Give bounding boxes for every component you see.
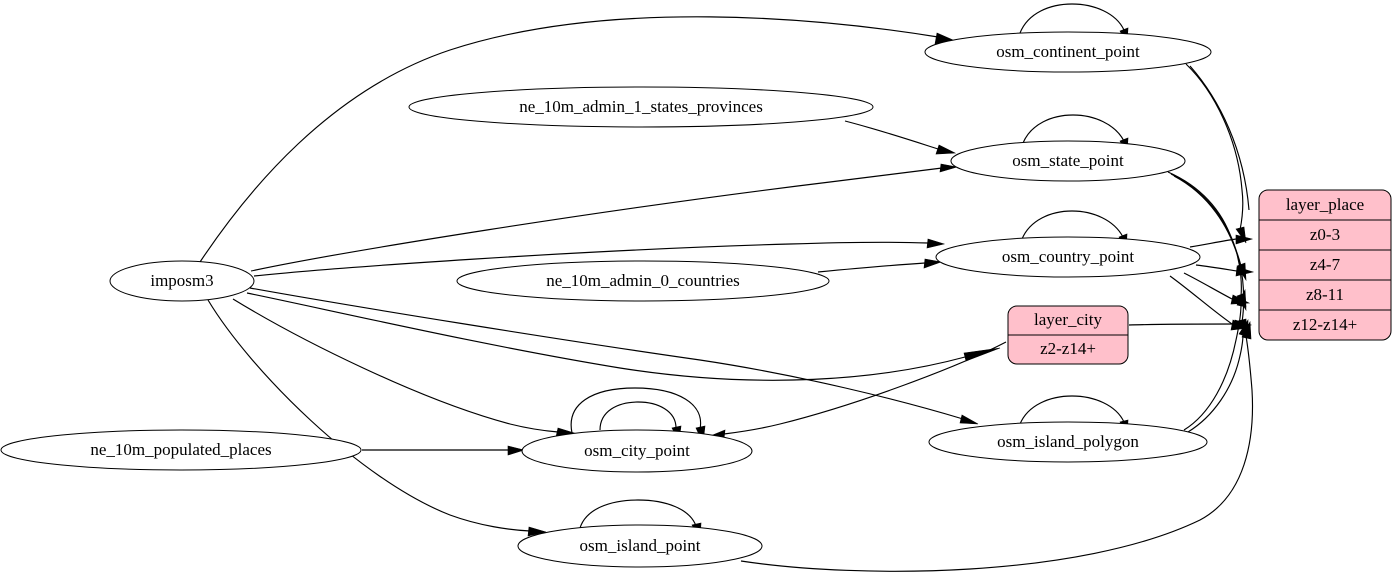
edge-osm_island_polygon-to-layer_place-z12-z14: [1187, 333, 1244, 433]
node-osm_country_point[interactable]: osm_country_point: [935, 236, 1201, 278]
node-ne_10m_admin_0_countries[interactable]: ne_10m_admin_0_countries: [456, 260, 830, 302]
node-shape-osm_island_point[interactable]: [517, 524, 763, 568]
edge-layer_city-to-layer_place-z12-z14: [1128, 323, 1236, 326]
self-loop-osm_island_polygon: [1019, 395, 1125, 425]
edge-osm_country_point-to-layer_place-z12-z14: [1169, 275, 1233, 325]
arrowhead: [507, 445, 526, 456]
node-shape-ne_10m_admin_0_countries[interactable]: [456, 260, 830, 302]
node-shape-ne_10m_admin_1_states_provinces[interactable]: [408, 86, 874, 128]
edge-osm_island_point-to-layer_place-z12-z14: [740, 335, 1254, 572]
node-label-imposm3: imposm3: [150, 271, 213, 290]
node-shape-imposm3[interactable]: [109, 260, 255, 302]
layer_place-row-z4-7[interactable]: z4-7: [1310, 255, 1341, 274]
edge-imposm3-to-layer_city: [246, 292, 966, 381]
node-ne_10m_admin_1_states_provinces[interactable]: ne_10m_admin_1_states_provinces: [408, 86, 874, 128]
node-osm_state_point[interactable]: osm_state_point: [950, 140, 1186, 182]
node-layer: imposm3 ne_10m_admin_1_states_provinces …: [0, 31, 1392, 568]
arrowhead: [926, 238, 946, 249]
edge-osm_state_point-to-layer_place-z8-11: [1170, 173, 1242, 297]
layer_place-header-label: layer_place: [1286, 195, 1364, 214]
layer_place-row-z12-z14[interactable]: z12-z14+: [1293, 315, 1357, 334]
node-osm_island_point[interactable]: osm_island_point: [517, 524, 763, 568]
layer_city-row-z2-z14[interactable]: z2-z14+: [1040, 339, 1096, 358]
node-label-ne_10m_populated_places: ne_10m_populated_places: [90, 440, 271, 459]
node-shape-osm_state_point[interactable]: [950, 140, 1186, 182]
arrowhead: [1236, 288, 1247, 308]
self-loop-osm_continent_point: [1019, 3, 1125, 34]
self-loop-inner-osm_city_point: [599, 401, 677, 431]
node-label-osm_continent_point: osm_continent_point: [996, 42, 1140, 61]
arrowhead: [1241, 320, 1252, 340]
edge-osm_continent_point-right-arc: [1189, 65, 1250, 211]
node-label-osm_country_point: osm_country_point: [1002, 247, 1134, 266]
node-label-ne_10m_admin_0_countries: ne_10m_admin_0_countries: [546, 271, 740, 290]
arrowhead: [527, 526, 547, 537]
edge-ne_10m_admin_1_states_provinces-to-osm_state_point: [844, 120, 939, 150]
layer_city-header-label: layer_city: [1034, 310, 1102, 329]
node-label-ne_10m_admin_1_states_provinces: ne_10m_admin_1_states_provinces: [519, 97, 763, 116]
edge-imposm3-to-osm_island_polygon: [249, 287, 964, 420]
edge-imposm3-to-osm_continent_point: [199, 16, 939, 263]
edge-layer_city-to-osm_city_point: [723, 341, 1007, 435]
self-loop-osm_country_point: [1021, 210, 1124, 240]
node-osm_city_point[interactable]: osm_city_point: [521, 429, 753, 473]
node-ne_10m_populated_places[interactable]: ne_10m_populated_places: [0, 429, 362, 471]
node-label-osm_island_point: osm_island_point: [580, 536, 701, 555]
arrowhead: [923, 258, 943, 269]
node-layer_place[interactable]: layer_place z0-3 z4-7 z8-11 z12-z14+: [1258, 189, 1392, 341]
node-shape-osm_continent_point[interactable]: [924, 31, 1212, 73]
node-shape-osm_country_point[interactable]: [935, 236, 1201, 278]
edge-imposm3-to-osm_country_point: [253, 241, 929, 277]
node-label-osm_city_point: osm_city_point: [584, 441, 690, 460]
layer_place-row-z0-3[interactable]: z0-3: [1310, 225, 1340, 244]
node-shape-osm_city_point[interactable]: [521, 429, 753, 473]
edge-ne_10m_admin_0_countries-to-osm_country_point: [817, 262, 926, 273]
self-loop-osm_island_point: [579, 499, 697, 529]
node-layer_city[interactable]: layer_city z2-z14+: [1007, 305, 1129, 365]
node-label-osm_island_polygon: osm_island_polygon: [997, 432, 1139, 451]
edge-osm_country_point-to-layer_place-z4-7: [1195, 264, 1238, 272]
arrowhead: [1235, 266, 1255, 277]
arrowhead: [935, 144, 957, 155]
edge-osm_country_point-to-layer_place-z8-11: [1183, 272, 1233, 300]
node-osm_continent_point[interactable]: osm_continent_point: [924, 31, 1212, 73]
node-shape-osm_island_polygon[interactable]: [928, 421, 1208, 463]
layer_place-row-z8-11[interactable]: z8-11: [1306, 285, 1344, 304]
edge-imposm3-to-osm_state_point: [250, 167, 943, 272]
node-osm_island_polygon[interactable]: osm_island_polygon: [928, 421, 1208, 463]
edge-osm_continent_point-to-layer_place-z0-3: [1185, 63, 1244, 231]
arrowhead: [1235, 234, 1254, 245]
edge-osm_island_polygon-to-layer_place-z8-11: [1183, 303, 1242, 431]
edge-osm_country_point-to-layer_place-z0-3: [1189, 238, 1237, 248]
node-label-osm_state_point: osm_state_point: [1012, 151, 1124, 170]
edge-imposm3-to-osm_island_point: [207, 299, 531, 532]
node-shape-layer_place[interactable]: [1258, 189, 1392, 341]
arrowhead: [959, 414, 979, 425]
edge-imposm3-to-osm_city_point: [232, 298, 559, 433]
node-shape-ne_10m_populated_places[interactable]: [0, 429, 362, 471]
self-loop-outer-osm_city_point: [570, 387, 702, 434]
arrowhead: [939, 163, 958, 173]
node-imposm3[interactable]: imposm3: [109, 260, 255, 302]
self-loop-osm_state_point: [1022, 114, 1125, 144]
